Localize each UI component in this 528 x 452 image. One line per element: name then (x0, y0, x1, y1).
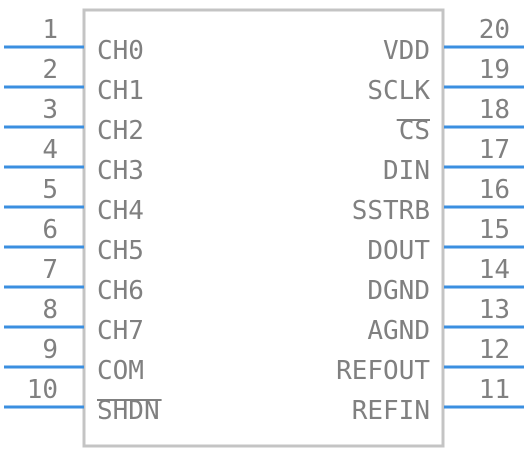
pin-14-name: DGND (367, 276, 430, 306)
pin-8-number: 8 (42, 295, 58, 325)
pin-18-number: 18 (479, 95, 510, 125)
pin-12-number: 12 (479, 335, 510, 365)
pin-16-number: 16 (479, 175, 510, 205)
left-pin-group: 1CH02CH13CH24CH35CH46CH57CH68CH79COM10SH… (4, 15, 162, 426)
pin-20-name: VDD (383, 36, 430, 66)
pin-4-name: CH3 (97, 156, 144, 186)
pin-5-number: 5 (42, 175, 58, 205)
pin-14-number: 14 (479, 255, 510, 285)
right-pin-group: 20VDD19SCLK18CS17DIN16SSTRB15DOUT14DGND1… (336, 15, 524, 426)
pin-7-name: CH6 (97, 276, 144, 306)
pin-8-name: CH7 (97, 316, 144, 346)
pin-13-number: 13 (479, 295, 510, 325)
pin-6-number: 6 (42, 215, 58, 245)
pin-6-name: CH5 (97, 236, 144, 266)
pin-3-number: 3 (42, 95, 58, 125)
pin-10-number: 10 (27, 375, 58, 405)
pin-20-number: 20 (479, 15, 510, 45)
pin-2-number: 2 (42, 55, 58, 85)
pin-9-name: COM (97, 356, 144, 386)
ic-body-outline (82, 8, 445, 448)
pin-13-name: AGND (367, 316, 430, 346)
pin-16-name: SSTRB (352, 196, 430, 226)
pin-9-number: 9 (42, 335, 58, 365)
pin-19-number: 19 (479, 55, 510, 85)
pin-7-number: 7 (42, 255, 58, 285)
pin-11-number: 11 (479, 375, 510, 405)
pin-17-number: 17 (479, 135, 510, 165)
pin-19-name: SCLK (367, 76, 430, 106)
pin-11-name: REFIN (352, 396, 430, 426)
pin-15-number: 15 (479, 215, 510, 245)
pin-17-name: DIN (383, 156, 430, 186)
pin-5-name: CH4 (97, 196, 144, 226)
pin-3-name: CH2 (97, 116, 144, 146)
pin-1-name: CH0 (97, 36, 144, 66)
pin-1-number: 1 (42, 15, 58, 45)
pin-4-number: 4 (42, 135, 58, 165)
pin-2-name: CH1 (97, 76, 144, 106)
pin-12-name: REFOUT (336, 356, 430, 386)
pin-15-name: DOUT (367, 236, 430, 266)
